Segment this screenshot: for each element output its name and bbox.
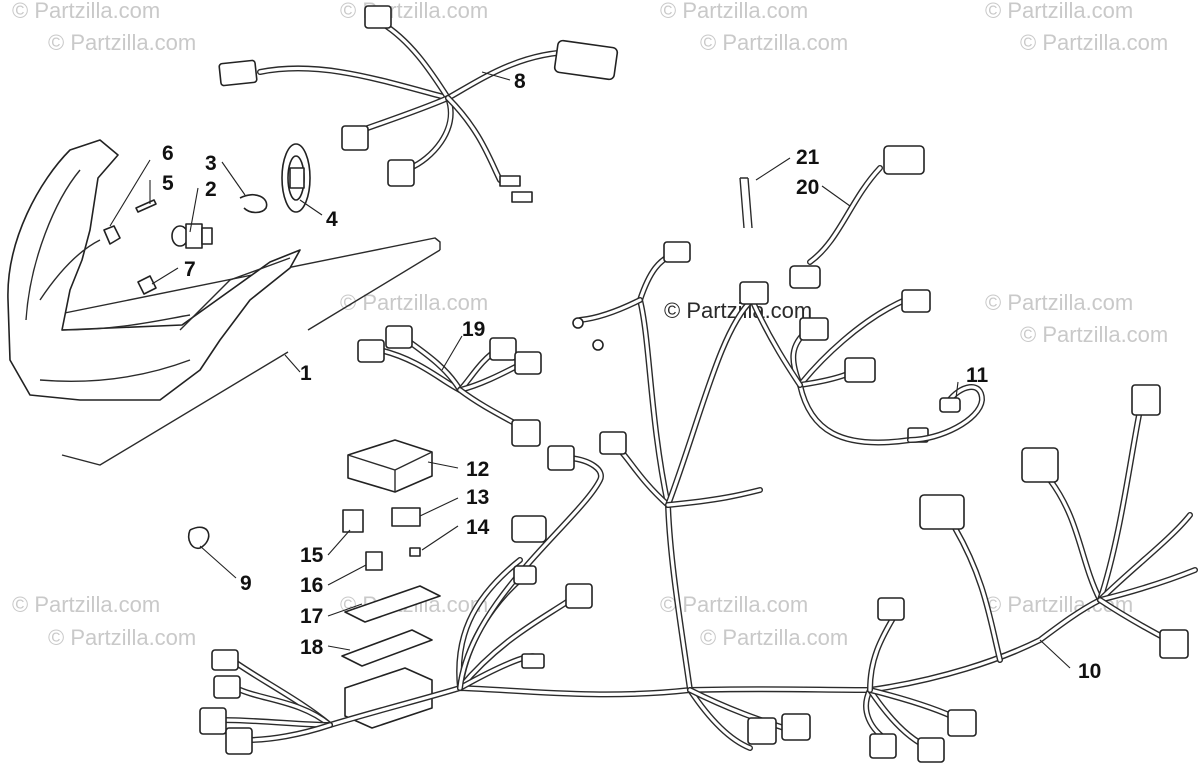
clip-part xyxy=(103,225,121,245)
headlight-assembly xyxy=(7,139,441,466)
relay-part xyxy=(342,509,364,533)
watermark-text: © Partzilla.com xyxy=(340,290,488,315)
callout-13: 13 xyxy=(466,486,489,509)
fuse-label-part xyxy=(344,585,441,623)
callout-15: 15 xyxy=(300,544,324,567)
callout-5: 5 xyxy=(162,172,174,195)
callout-14: 14 xyxy=(466,516,490,539)
callout-labels: 1 2 3 4 5 6 7 8 9 10 11 12 13 14 15 16 1… xyxy=(162,70,1101,683)
fuse-box-cover xyxy=(347,439,433,493)
callout-16: 16 xyxy=(300,574,323,597)
harness-19 xyxy=(357,325,542,447)
relay-part xyxy=(365,551,383,571)
callout-1: 1 xyxy=(300,362,312,385)
relay-part xyxy=(391,507,421,527)
harness-10 xyxy=(199,145,1198,763)
callout-2: 2 xyxy=(205,178,217,201)
fuse-seal-part xyxy=(341,629,433,667)
cable-tie-part xyxy=(187,526,210,550)
callout-20: 20 xyxy=(796,176,819,199)
watermark-text: © Partzilla.com xyxy=(1020,30,1168,55)
mini-fuse-part xyxy=(409,547,421,557)
callout-19: 19 xyxy=(462,318,485,341)
watermark-text: © Partzilla.com xyxy=(48,30,196,55)
callout-17: 17 xyxy=(300,605,323,628)
screw-part xyxy=(135,199,157,213)
watermark-text: © Partzilla.com xyxy=(12,0,160,23)
watermark-text: © Partzilla.com xyxy=(48,625,196,650)
watermark-text: © Partzilla.com xyxy=(985,290,1133,315)
retaining-ring-part xyxy=(239,193,268,214)
watermark-text: © Partzilla.com xyxy=(700,625,848,650)
watermark-text: © Partzilla.com xyxy=(985,0,1133,23)
watermark-text: © Partzilla.com xyxy=(12,592,160,617)
watermark-text: © Partzilla.com xyxy=(700,30,848,55)
watermark-text: © Partzilla.com xyxy=(660,0,808,23)
callout-12: 12 xyxy=(466,458,489,481)
callout-18: 18 xyxy=(300,636,324,659)
dust-boot-part xyxy=(281,143,311,213)
bulb-part xyxy=(171,223,213,249)
callout-10: 10 xyxy=(1078,660,1101,683)
callout-9: 9 xyxy=(240,572,252,595)
watermark-text: © Partzilla.com xyxy=(1020,322,1168,347)
leader-lines xyxy=(109,71,1071,669)
watermark-text: © Partzilla.com xyxy=(340,0,488,23)
callout-4: 4 xyxy=(326,208,338,231)
harness-8 xyxy=(218,5,619,203)
watermark-text: © Partzilla.com xyxy=(660,592,808,617)
callout-21: 21 xyxy=(796,146,820,169)
callout-11: 11 xyxy=(966,364,989,387)
clip-part xyxy=(137,275,157,295)
callout-6: 6 xyxy=(162,142,174,165)
callout-3: 3 xyxy=(205,152,217,175)
callout-7: 7 xyxy=(184,258,196,281)
callout-8: 8 xyxy=(514,70,526,93)
